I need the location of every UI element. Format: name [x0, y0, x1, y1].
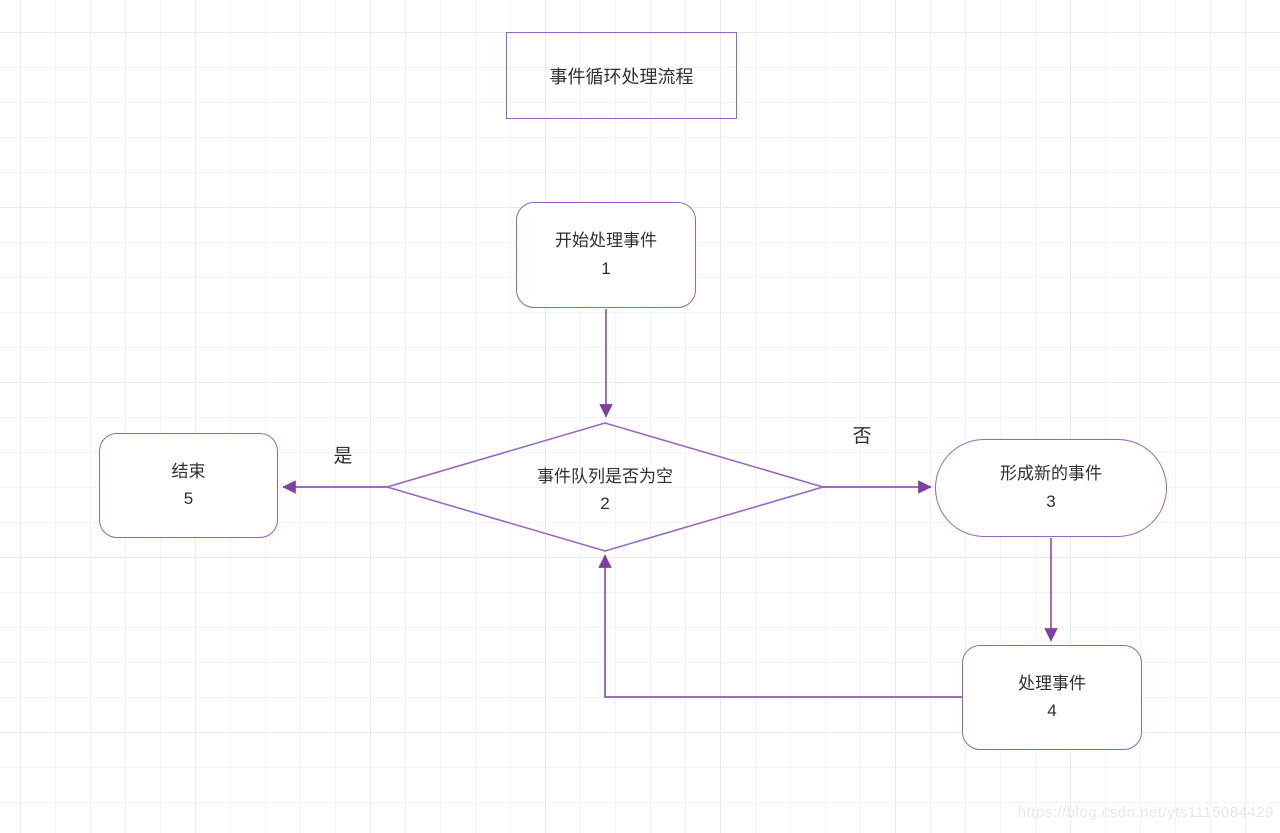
node-number: 2: [600, 494, 610, 513]
node-start-processing[interactable]: 开始处理事件 1: [516, 202, 696, 308]
node-label: 事件队列是否为空: [537, 467, 673, 486]
node-number: 5: [183, 489, 194, 508]
edge-label-no: 否: [852, 426, 872, 447]
node-decision-queue-empty[interactable]: 事件队列是否为空 2: [455, 452, 755, 524]
node-label: 形成新的事件: [1000, 464, 1102, 484]
edge-label-yes: 是: [333, 446, 353, 467]
diagram-title-box[interactable]: 事件循环处理流程: [506, 32, 737, 119]
node-number: 4: [1047, 701, 1057, 720]
node-end[interactable]: 结束 5: [99, 433, 278, 538]
watermark-url: https://blog.csdn.net/yts1115084429: [1017, 804, 1274, 821]
node-label: 处理事件: [1018, 673, 1086, 693]
node-label: 开始处理事件: [555, 231, 657, 251]
node-form-new-event[interactable]: 形成新的事件 3: [935, 439, 1167, 537]
node-number: 1: [601, 258, 611, 278]
diagram-title: 事件循环处理流程: [549, 66, 694, 87]
node-process-event[interactable]: 处理事件 4: [962, 645, 1142, 750]
node-number: 3: [1046, 491, 1056, 511]
node-label: 结束: [171, 461, 206, 481]
edge-process-to-decision: [598, 554, 962, 698]
